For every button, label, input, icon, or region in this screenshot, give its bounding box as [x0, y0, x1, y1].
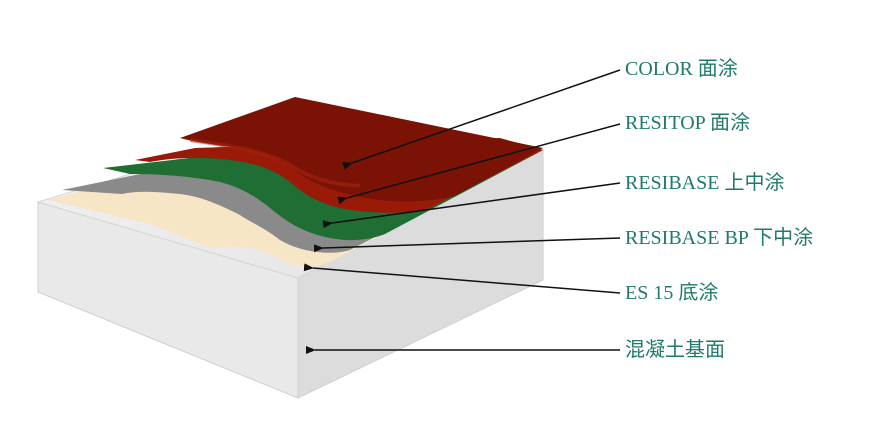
label-resibase-upper: RESIBASE 上中涂 [625, 172, 785, 194]
leader-line-resibase-upper [322, 182, 621, 229]
label-concrete: 混凝土基面 [625, 339, 725, 361]
color-layer-highlight [189, 138, 361, 188]
label-resibase-bp: RESIBASE BP 下中涂 [625, 227, 814, 249]
label-color: COLOR 面涂 [625, 58, 738, 80]
label-es15: ES 15 底涂 [625, 282, 719, 304]
label-resitop: RESITOP 面涂 [625, 112, 751, 134]
color-layer [180, 97, 543, 202]
leader-line-color [342, 69, 621, 170]
leader-lines [303, 69, 621, 354]
leader-line-resibase-bp [313, 237, 621, 253]
leader-line-resitop [337, 123, 621, 205]
leader-line-es15 [303, 263, 621, 294]
